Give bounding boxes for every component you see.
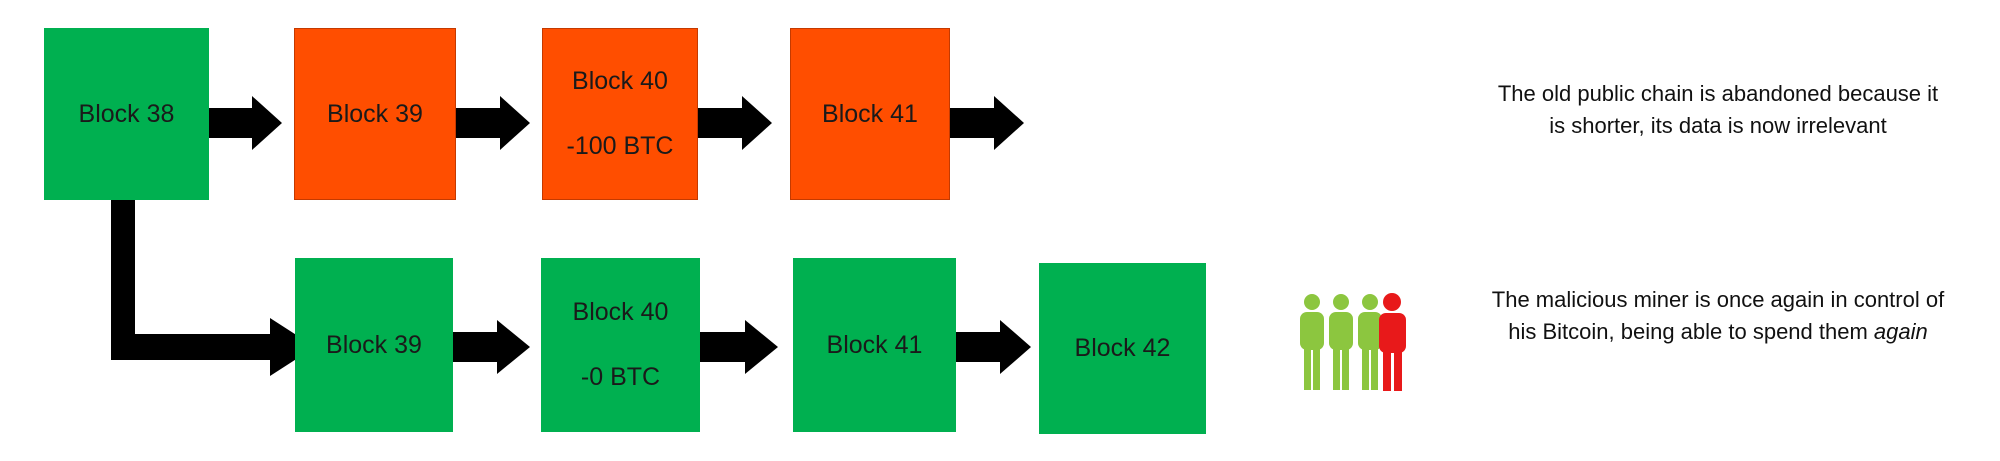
block-label: Block 42	[1074, 334, 1171, 362]
bottom-block-41: Block 41	[793, 258, 956, 432]
block-label: Block 40	[572, 298, 669, 326]
arrow-right-icon	[950, 96, 1024, 150]
arrow-right-icon	[453, 320, 530, 374]
malicious-miner-caption: The malicious miner is once again in con…	[1488, 284, 1948, 348]
honest-miners-icon	[1300, 294, 1382, 390]
top-block-41: Block 41	[790, 28, 950, 200]
block-amount: -0 BTC	[580, 363, 661, 391]
block-label: Block 41	[826, 330, 923, 359]
arrow-right-icon	[700, 320, 778, 374]
arrow-right-icon	[456, 96, 530, 150]
block-label: Block 41	[822, 99, 918, 128]
fork-arrow-icon	[111, 190, 315, 376]
block-38: Block 38	[44, 28, 209, 200]
old-chain-caption: The old public chain is abandoned becaus…	[1488, 78, 1948, 142]
block-label: Block 40	[572, 67, 668, 95]
malicious-miner-icon	[1379, 293, 1406, 391]
arrow-right-icon	[956, 320, 1031, 374]
bottom-block-40: Block 40 -0 BTC	[541, 258, 700, 432]
block-label: Block 38	[78, 99, 175, 128]
block-label: Block 39	[326, 330, 422, 359]
top-block-39: Block 39	[294, 28, 456, 200]
arrow-right-icon	[698, 96, 772, 150]
bottom-block-39: Block 39	[295, 258, 453, 432]
block-label: Block 39	[327, 99, 423, 128]
top-block-40: Block 40 -100 BTC	[542, 28, 698, 200]
malicious-caption-text: The malicious miner is once again in con…	[1491, 287, 1945, 344]
block-amount: -100 BTC	[566, 132, 674, 160]
bottom-block-42: Block 42	[1039, 263, 1206, 434]
malicious-caption-emphasis: again	[1873, 319, 1928, 344]
miners-group-icon	[1300, 293, 1406, 391]
old-chain-caption-text: The old public chain is abandoned becaus…	[1497, 81, 1939, 138]
arrow-right-icon	[209, 96, 282, 150]
